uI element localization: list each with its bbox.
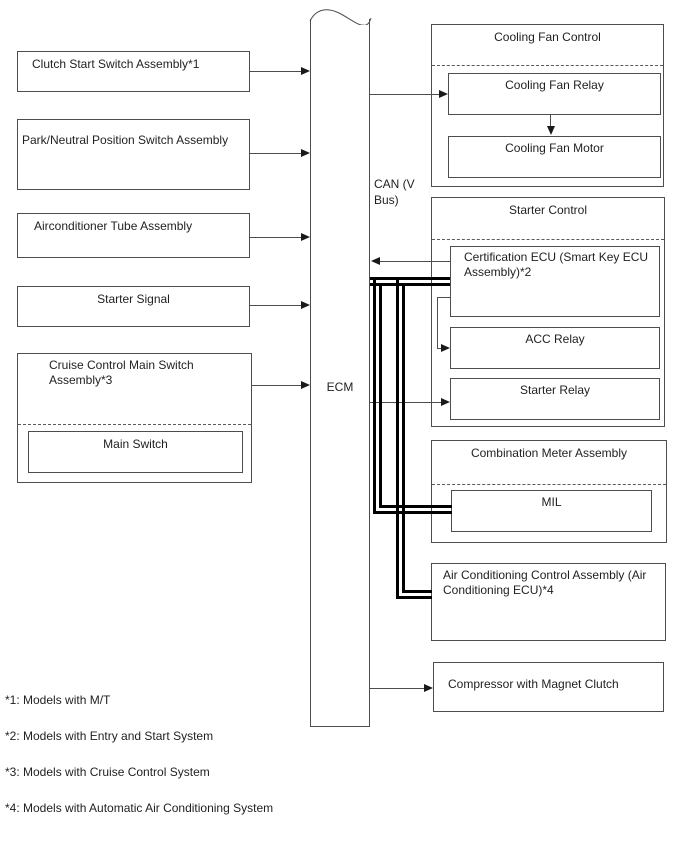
- box-compressor: Compressor with Magnet Clutch: [433, 662, 664, 712]
- box-cooling-fan-motor: Cooling Fan Motor: [448, 136, 661, 178]
- label-ecm: ECM: [326, 380, 354, 394]
- arrowhead-park-to-ecm: [301, 149, 310, 157]
- box-certification-ecu: Certification ECU (Smart Key ECU Assembl…: [450, 246, 660, 317]
- connector-startersignal-to-ecm: [250, 305, 302, 306]
- label-main-switch: Main Switch: [103, 437, 168, 451]
- box-airconditioner-tube: Airconditioner Tube Assembly: [17, 213, 250, 258]
- box-mil: MIL: [451, 490, 652, 532]
- canbus-h-aircon-bottom: [396, 596, 432, 599]
- label-cooling-fan-motor: Cooling Fan Motor: [505, 141, 604, 155]
- connector-relay-to-motor: [550, 115, 551, 126]
- label-starter-control: Starter Control: [508, 203, 588, 217]
- box-starter-signal: Starter Signal: [17, 286, 250, 327]
- ecm-break-wave: [309, 9, 372, 25]
- arrowhead-to-acc-relay: [441, 344, 450, 352]
- box-cooling-fan-relay: Cooling Fan Relay: [448, 73, 661, 115]
- divider-starter-dashed: [432, 239, 664, 240]
- canbus-h-mil-top: [379, 505, 452, 508]
- canbus-h-mil-bottom: [373, 511, 452, 514]
- arrowhead-ecm-to-compressor: [424, 684, 433, 692]
- footnote-4: *4: Models with Automatic Air Conditioni…: [5, 801, 274, 815]
- box-park-neutral-switch: Park/Neutral Position Switch Assembly: [17, 119, 250, 190]
- label-acc-relay: ACC Relay: [525, 332, 585, 346]
- arrowhead-cruise-to-ecm: [301, 381, 310, 389]
- connector-clutch-to-ecm: [250, 71, 302, 72]
- connector-certification-to-ecm: [380, 261, 450, 262]
- box-cooling-fan-control: Cooling Fan Control: [431, 24, 664, 187]
- label-air-conditioning-ecu: Air Conditioning Control Assembly (Air C…: [443, 568, 647, 597]
- connector-certification-drop: [437, 297, 438, 349]
- box-clutch-start-switch: Clutch Start Switch Assembly*1: [17, 51, 250, 92]
- box-starter-relay: Starter Relay: [450, 378, 660, 420]
- connector-airtube-to-ecm: [250, 237, 302, 238]
- box-combination-meter: Combination Meter Assembly: [431, 440, 667, 543]
- label-certification-ecu: Certification ECU (Smart Key ECU Assembl…: [464, 250, 649, 279]
- label-starter-relay: Starter Relay: [519, 383, 591, 397]
- divider-cruise-dashed: [18, 424, 251, 425]
- label-airconditioner-tube: Airconditioner Tube Assembly: [34, 219, 193, 233]
- canbus-v1-inner: [379, 283, 382, 508]
- canbus-v1-outer: [373, 277, 376, 514]
- canbus-h-certification-top: [370, 277, 450, 280]
- canbus-v2-outer: [396, 277, 399, 599]
- connector-ecm-to-starter-relay: [370, 402, 442, 403]
- arrowhead-relay-to-motor: [547, 126, 555, 135]
- label-mil: MIL: [541, 495, 562, 509]
- box-air-conditioning-ecu: Air Conditioning Control Assembly (Air C…: [431, 563, 666, 641]
- label-starter-signal: Starter Signal: [97, 292, 170, 306]
- divider-cooling-dashed: [432, 65, 663, 66]
- label-combination-meter: Combination Meter Assembly: [470, 446, 628, 460]
- label-cooling-fan-relay: Cooling Fan Relay: [505, 78, 604, 92]
- box-main-switch: Main Switch: [28, 431, 243, 473]
- arrowhead-ecm-to-cooling-relay: [439, 90, 448, 98]
- box-acc-relay: ACC Relay: [450, 327, 660, 369]
- label-cruise-control-main-switch: Cruise Control Main Switch Assembly*3: [49, 358, 194, 387]
- arrowhead-startersignal-to-ecm: [301, 301, 310, 309]
- connector-to-acc-relay: [437, 348, 442, 349]
- footnote-2: *2: Models with Entry and Start System: [5, 729, 214, 743]
- arrowhead-ecm-to-starter-relay: [441, 398, 450, 406]
- label-cooling-fan-control: Cooling Fan Control: [494, 30, 601, 44]
- canbus-v2-inner: [402, 283, 405, 593]
- arrowhead-airtube-to-ecm: [301, 233, 310, 241]
- connector-ecm-to-cooling-relay: [370, 94, 439, 95]
- canbus-h-aircon-top: [402, 590, 432, 593]
- label-clutch-start-switch: Clutch Start Switch Assembly*1: [32, 57, 200, 71]
- connector-cruise-to-ecm: [252, 385, 302, 386]
- arrowhead-certification-to-ecm: [371, 257, 380, 265]
- canbus-h-certification-bottom: [370, 283, 450, 286]
- connector-ecm-to-compressor: [370, 688, 425, 689]
- label-park-neutral-switch: Park/Neutral Position Switch Assembly: [22, 133, 229, 147]
- footnote-3: *3: Models with Cruise Control System: [5, 765, 210, 779]
- label-compressor: Compressor with Magnet Clutch: [448, 677, 619, 691]
- arrowhead-clutch-to-ecm: [301, 67, 310, 75]
- connector-certification-stub: [437, 297, 450, 298]
- box-ecm: [310, 19, 370, 727]
- label-can-bus: CAN (V Bus): [374, 177, 415, 207]
- connector-park-to-ecm: [250, 153, 302, 154]
- box-starter-control: Starter Control: [431, 197, 665, 427]
- divider-combination-dashed: [432, 484, 666, 485]
- box-cruise-control-main-switch: Cruise Control Main Switch Assembly*3: [17, 353, 252, 483]
- footnote-1: *1: Models with M/T: [5, 693, 111, 707]
